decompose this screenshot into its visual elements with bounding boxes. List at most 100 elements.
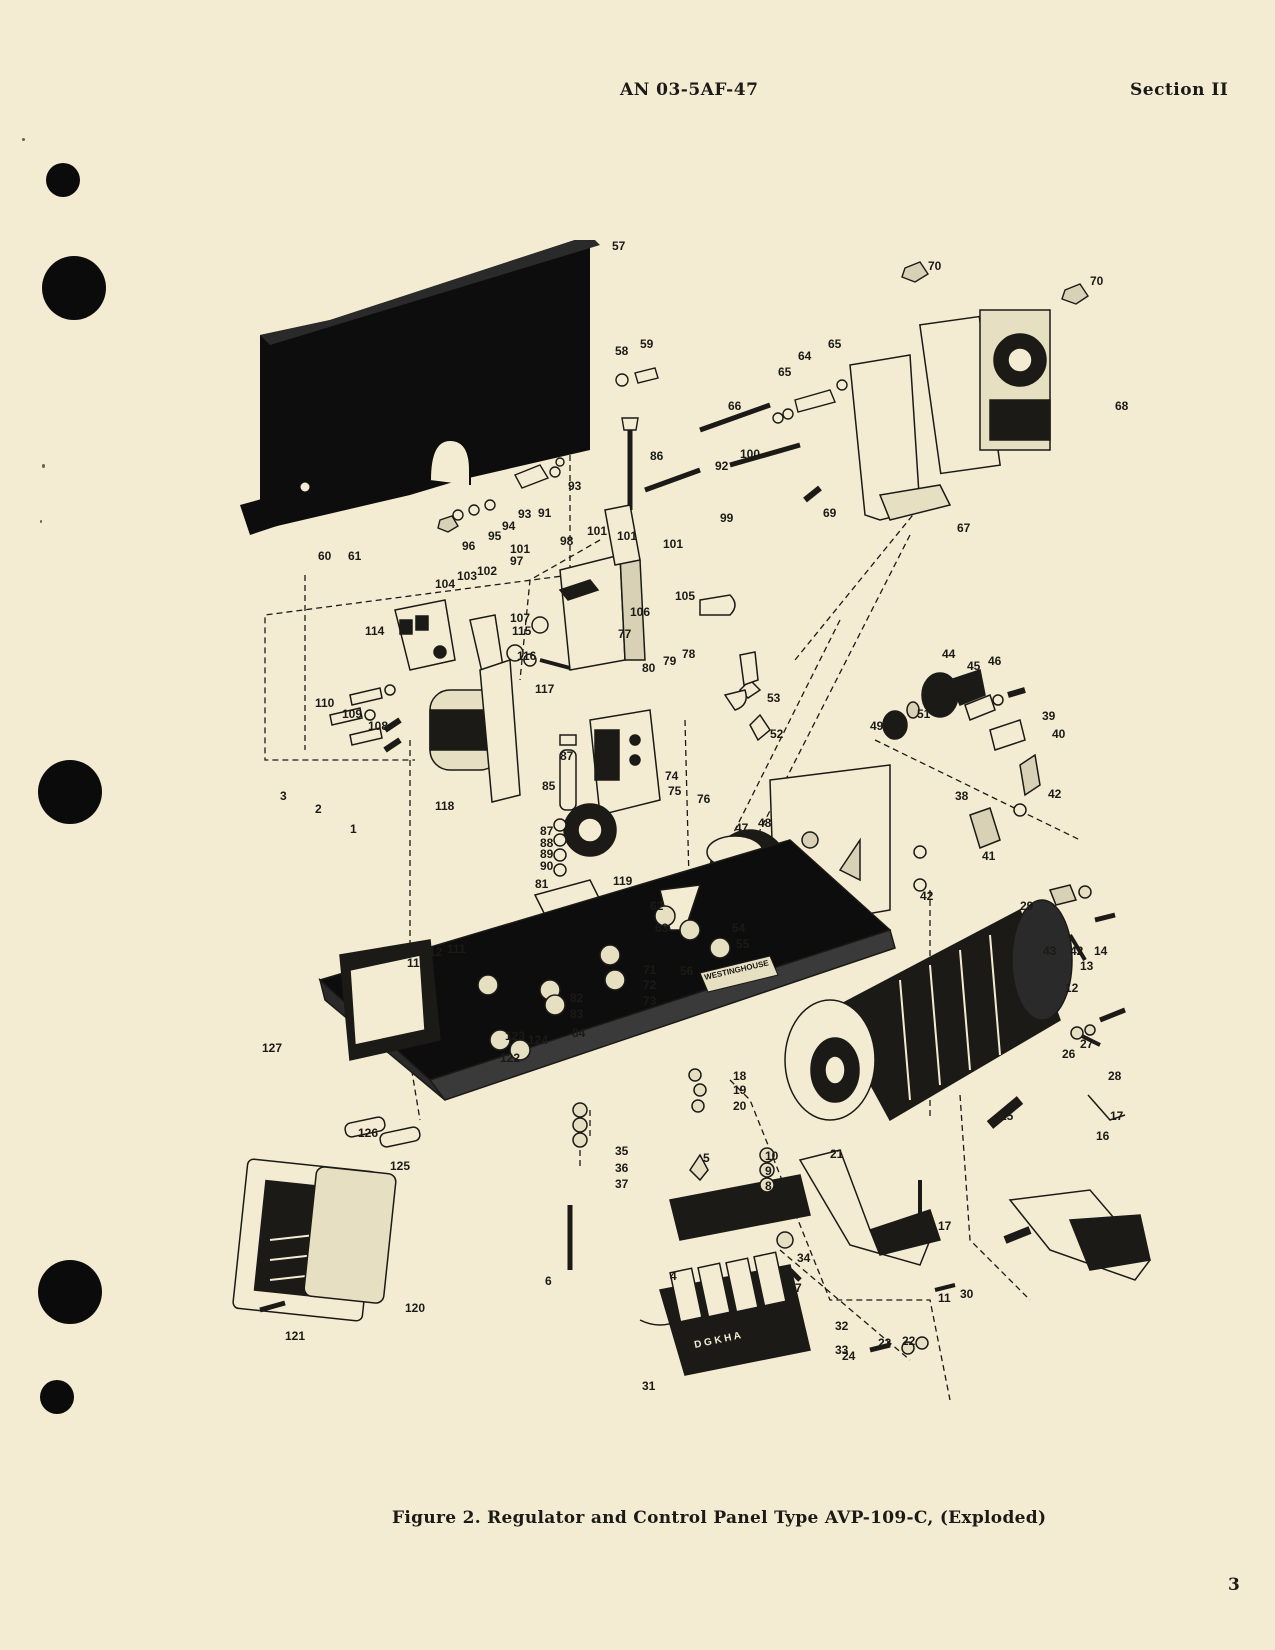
callout-label: 42 <box>1048 787 1062 801</box>
callout-label: 123 <box>505 1029 525 1043</box>
callout-label: 87 <box>560 749 574 763</box>
callout-label: 101 <box>617 529 637 543</box>
callout-label: 21 <box>830 1147 844 1161</box>
callout-label: 126 <box>358 1126 378 1140</box>
callout-label: 80 <box>642 661 656 675</box>
callout-label: 61 <box>348 549 362 563</box>
callout-label: 94 <box>502 519 516 533</box>
callout-label: 48 <box>758 816 772 830</box>
callout-label: 82 <box>570 991 584 1005</box>
callout-label: 47 <box>735 821 749 835</box>
callout-label: 39 <box>1042 709 1056 723</box>
callout-label: 76 <box>697 792 711 806</box>
callout-label: 6 <box>545 1274 552 1288</box>
callout-label: 102 <box>477 564 497 578</box>
callout-label: 101 <box>663 537 683 551</box>
callout-label: 8 <box>765 1179 772 1193</box>
callout-label: 87 <box>540 824 554 838</box>
callout-label: 3 <box>280 789 287 803</box>
punch-hole <box>42 256 106 320</box>
callout-label: 17 <box>938 1219 952 1233</box>
callout-label: 104 <box>435 577 455 591</box>
callout-label: 127 <box>262 1041 282 1055</box>
callout-label: 85 <box>542 779 556 793</box>
callout-label: 17 <box>1110 1109 1124 1123</box>
callout-label: 56 <box>680 964 694 978</box>
callout-label: 57 <box>612 240 626 253</box>
callout-label: 13 <box>1080 959 1094 973</box>
callout-label: 12 <box>1065 981 1079 995</box>
callout-label: 23 <box>878 1336 892 1350</box>
callout-label: 93 <box>518 507 532 521</box>
callout-label: 92 <box>715 459 729 473</box>
callout-label: 89 <box>540 847 554 861</box>
callout-label: 91 <box>538 506 552 520</box>
callout-label: 101 <box>510 542 530 556</box>
relay-114-118 <box>329 599 521 803</box>
callout-label: 33 <box>835 1343 849 1357</box>
callout-label: 75 <box>668 784 682 798</box>
small-hardware <box>437 261 1089 533</box>
transformer-29 <box>784 899 1073 1122</box>
callout-label: 44 <box>942 647 956 661</box>
callout-label: 18 <box>733 1069 747 1083</box>
paper-speck <box>40 520 42 523</box>
callout-label: 98 <box>560 534 574 548</box>
callout-label: 79 <box>663 654 677 668</box>
callout-label: 14 <box>1094 944 1108 958</box>
callout-label: 49 <box>870 719 884 733</box>
callout-label: 31 <box>642 1379 656 1393</box>
callout-label: 5 <box>703 1151 710 1165</box>
punch-hole <box>38 760 102 824</box>
callout-label: 124 <box>528 1033 548 1047</box>
paper-speck <box>42 464 45 468</box>
relay-106 <box>506 504 736 671</box>
callout-label: 84 <box>572 1026 586 1040</box>
callout-label: 74 <box>665 769 679 783</box>
callout-label: 77 <box>618 627 632 641</box>
callout-label: 42 <box>920 889 934 903</box>
callout-label: 108 <box>368 719 388 733</box>
callout-label: 10 <box>765 1149 779 1163</box>
callout-label: 86 <box>650 449 664 463</box>
terminal-board-33 <box>567 1068 929 1376</box>
callout-label: 50 <box>890 714 904 728</box>
callout-label: 114 <box>365 624 385 638</box>
callout-label: 93 <box>568 479 582 493</box>
callout-label: 81 <box>535 877 549 891</box>
callout-label: 25 <box>1105 1234 1119 1248</box>
callout-label: 35 <box>615 1144 629 1158</box>
callout-label: 38 <box>955 789 969 803</box>
callout-label: 106 <box>630 605 650 619</box>
callout-label: 69 <box>823 506 837 520</box>
callout-label: 63 <box>655 921 669 935</box>
callout-label: 42 <box>1070 944 1084 958</box>
callout-label: 70 <box>1090 274 1104 288</box>
callout-label: 11 <box>938 1291 951 1305</box>
callout-label: 70 <box>928 259 942 273</box>
callout-label: 29 <box>1020 899 1034 913</box>
cover-57 <box>240 235 600 535</box>
callout-label: 59 <box>640 337 654 351</box>
callout-label: 107 <box>510 611 530 625</box>
callout-label: 7 <box>795 1281 802 1295</box>
callout-label: 66 <box>728 399 742 413</box>
punch-hole <box>38 1260 102 1324</box>
callout-label: 36 <box>615 1161 629 1175</box>
callout-label: 46 <box>988 654 1002 668</box>
callout-label: 65 <box>828 337 842 351</box>
punch-hole <box>46 163 80 197</box>
callout-label: 43 <box>1043 944 1057 958</box>
callout-label: 113 <box>407 956 427 970</box>
callout-label: 15 <box>1000 1109 1014 1123</box>
callout-label: 119 <box>613 874 633 888</box>
callout-label: 83 <box>570 1007 584 1021</box>
callout-label: 97 <box>510 554 524 568</box>
callout-label: 55 <box>736 937 750 951</box>
section-label: Section II <box>1130 80 1229 100</box>
callout-label: 28 <box>1108 1069 1122 1083</box>
callout-label: 24 <box>842 1349 856 1363</box>
callout-label: 62 <box>650 899 664 913</box>
